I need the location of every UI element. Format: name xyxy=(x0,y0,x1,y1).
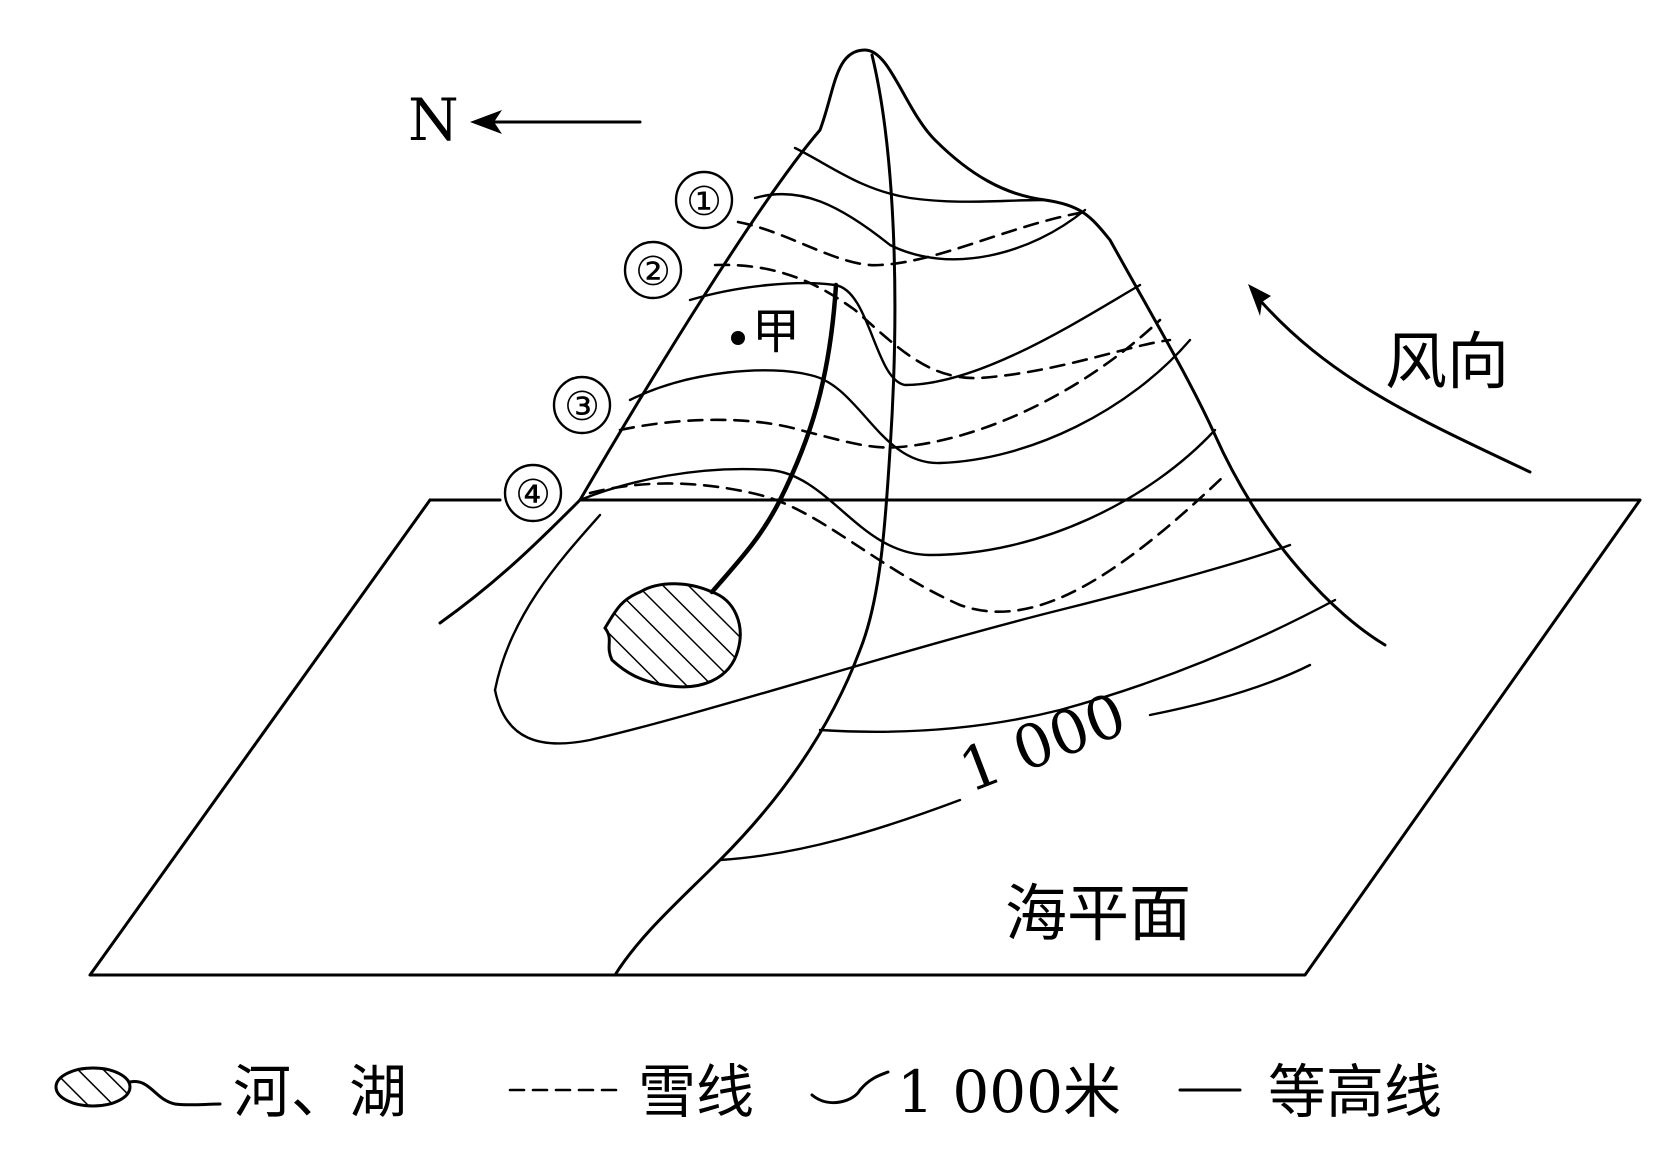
lake xyxy=(603,582,742,689)
legend-contour-1000-icon xyxy=(810,1070,890,1105)
contour-lines xyxy=(493,146,1337,862)
legend-snowline-label: 雪线 xyxy=(638,1058,754,1126)
legend-contour-1000-label: 1 000米 xyxy=(897,1058,1121,1126)
svg-text:③: ③ xyxy=(564,384,600,430)
contour-1000 xyxy=(718,663,1312,862)
marker-2: ② xyxy=(623,240,683,300)
mountain-outline xyxy=(438,48,1387,647)
point-jia-label: 甲 xyxy=(752,304,800,360)
sea-level-label: 海平面 xyxy=(1005,877,1191,950)
snowlines xyxy=(588,210,1227,613)
legend-contour-label: 等高线 xyxy=(1268,1058,1442,1126)
wind-label: 风向 xyxy=(1385,325,1509,398)
north-label: N xyxy=(408,86,459,154)
legend: 河、湖 雪线 1 000米 等高线 xyxy=(54,1058,1442,1126)
marker-4: ④ xyxy=(503,463,563,523)
river-and-lake xyxy=(603,282,839,689)
svg-text:②: ② xyxy=(635,249,671,295)
legend-river-lake-label: 河、湖 xyxy=(233,1058,407,1126)
svg-text:①: ① xyxy=(686,179,722,225)
svg-text:④: ④ xyxy=(515,472,551,518)
contour-1000-label: 1 000 xyxy=(950,680,1135,807)
wind-direction-arrow: 风向 xyxy=(1248,284,1532,474)
marker-3: ③ xyxy=(552,375,612,435)
marker-1: ① xyxy=(674,170,734,230)
river xyxy=(709,282,839,595)
ridge-line xyxy=(613,53,897,977)
legend-river-lake-icon xyxy=(54,1066,222,1108)
sea-level-plane xyxy=(88,498,1642,977)
point-jia-dot xyxy=(731,331,745,345)
north-arrow-icon: N xyxy=(408,86,642,154)
